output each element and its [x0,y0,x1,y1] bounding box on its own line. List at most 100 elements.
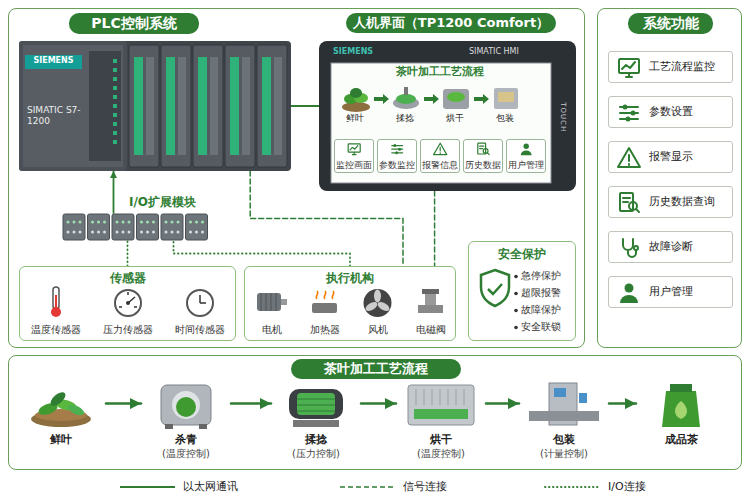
io-illustration-part [165,221,168,224]
io-illustration-part [171,231,174,234]
safety-box: 安全保护急停保护超限报警故障保护安全联锁 [468,241,576,341]
plc-illustration-part [113,113,117,117]
actuator-icons-part [418,305,443,313]
connector [127,241,129,266]
hmi-button: 参数监控 [377,139,417,173]
io-illustration-part [146,221,149,224]
io-illustration-part [177,231,180,234]
node-label: 报警显示 [649,150,693,163]
plc-illustration-part [19,41,291,171]
node-text: 电磁阀 [404,324,457,336]
button-icon-part [478,143,489,154]
plc-illustration-part [134,57,143,155]
hmi-illustration-part [350,88,362,98]
node-text: 时间传感器 [164,324,236,336]
node-label: 历史数据查询 [649,195,715,208]
button-icon-part [440,147,441,153]
io-illustration-part [97,231,100,234]
button-icon-part [434,143,447,154]
io-illustration-part [73,221,76,224]
legend-samples-part [120,486,175,488]
node-text: 温度传感器 [20,324,92,336]
step-illustration-part [165,424,173,429]
io-illustration-part [122,231,125,234]
sensor-icons-part [51,307,61,317]
node-label: PLC控制系统 [69,13,199,34]
plc-illustration-part [113,86,117,90]
step-illustration-part [579,393,587,403]
node-text: 急停保护 [521,270,561,281]
node-label: 茶叶加工工艺流程 [291,359,461,379]
node-text: 安全联锁 [521,321,561,332]
function-icon-part [631,111,636,116]
node-label: 用户管理 [507,160,545,171]
button-icon-part [348,144,360,152]
actuator-icons-part [425,293,436,305]
plc-device: SIEMENSSIMATIC S7-1200 [19,41,291,171]
connector [361,402,396,405]
node-label: 报警信息 [421,160,459,171]
sensor-box: 传感器温度传感器压力传感器时间传感器 [19,266,236,341]
plc-illustration-part [19,41,127,171]
screen-label: 烘干 [435,113,475,124]
io-illustration-part [152,221,155,224]
node-label: 工艺流程监控 [649,60,715,73]
io-illustration-part [195,231,198,234]
io-illustration-part [122,221,125,224]
io-illustration [61,213,211,241]
step-illustration-part [414,409,468,419]
io-illustration-part [79,231,82,234]
io-illustration-part [67,221,70,224]
io-illustration-part [116,231,119,234]
actuator-icons-part [364,300,379,313]
safety-icons-part [514,292,518,296]
step-illustration-part [416,389,464,405]
sensor-icons-part [119,292,137,307]
hmi-illustration-part [374,94,389,104]
button-icon-part [398,148,401,151]
node-label: 传感器 [20,271,235,285]
plc-illustration-part [257,45,287,167]
process-step: 鲜叶 [16,379,106,467]
function-icon-part [622,62,635,77]
connector [113,171,115,213]
actuator-icons-part [422,289,439,294]
node-label: 杀青 [141,433,231,446]
function-icon-part [626,117,631,122]
plc-illustration-part [23,45,123,167]
node-label: 参数监控 [378,160,416,171]
screen-label: 鲜叶 [335,113,375,124]
hmi-illustration-part [404,87,408,95]
hmi-illustration-part [474,94,489,104]
node-text: 电机 [245,324,298,336]
io-illustration-part [73,231,76,234]
plc-illustration-part [25,55,82,69]
legend-samples-part [545,486,600,488]
io-illustration-part [137,214,159,240]
hmi-button: 监控画面 [334,139,374,173]
plc-illustration-part [262,57,271,155]
step-illustration-part [161,385,211,425]
legend-text: 信号连接 [403,480,447,493]
step-illustration-part [66,403,86,418]
io-illustration-part [112,214,134,240]
io-illustration-part [177,221,180,224]
hmi-button: 历史数据 [463,139,503,173]
actuator-icons-part [376,300,391,313]
io-illustration-part [140,231,143,234]
hmi-illustration-part [447,92,465,102]
function-item: 用户管理 [608,276,733,308]
step-illustration-part [529,411,599,421]
step-illustration [16,379,106,467]
safety-icons-part [488,284,502,294]
actuator-icons-part [257,293,281,311]
hmi-illustration-part [342,102,370,112]
node-text: 故障保护 [521,304,561,315]
io-illustration-part [91,231,94,234]
connector [291,105,319,107]
hmi-button: 用户管理 [506,139,546,173]
sensor-icons-part [187,290,213,316]
plc-illustration-part [178,57,186,155]
hmi-illustration-part [498,92,514,102]
function-item: 报警显示 [608,141,733,173]
